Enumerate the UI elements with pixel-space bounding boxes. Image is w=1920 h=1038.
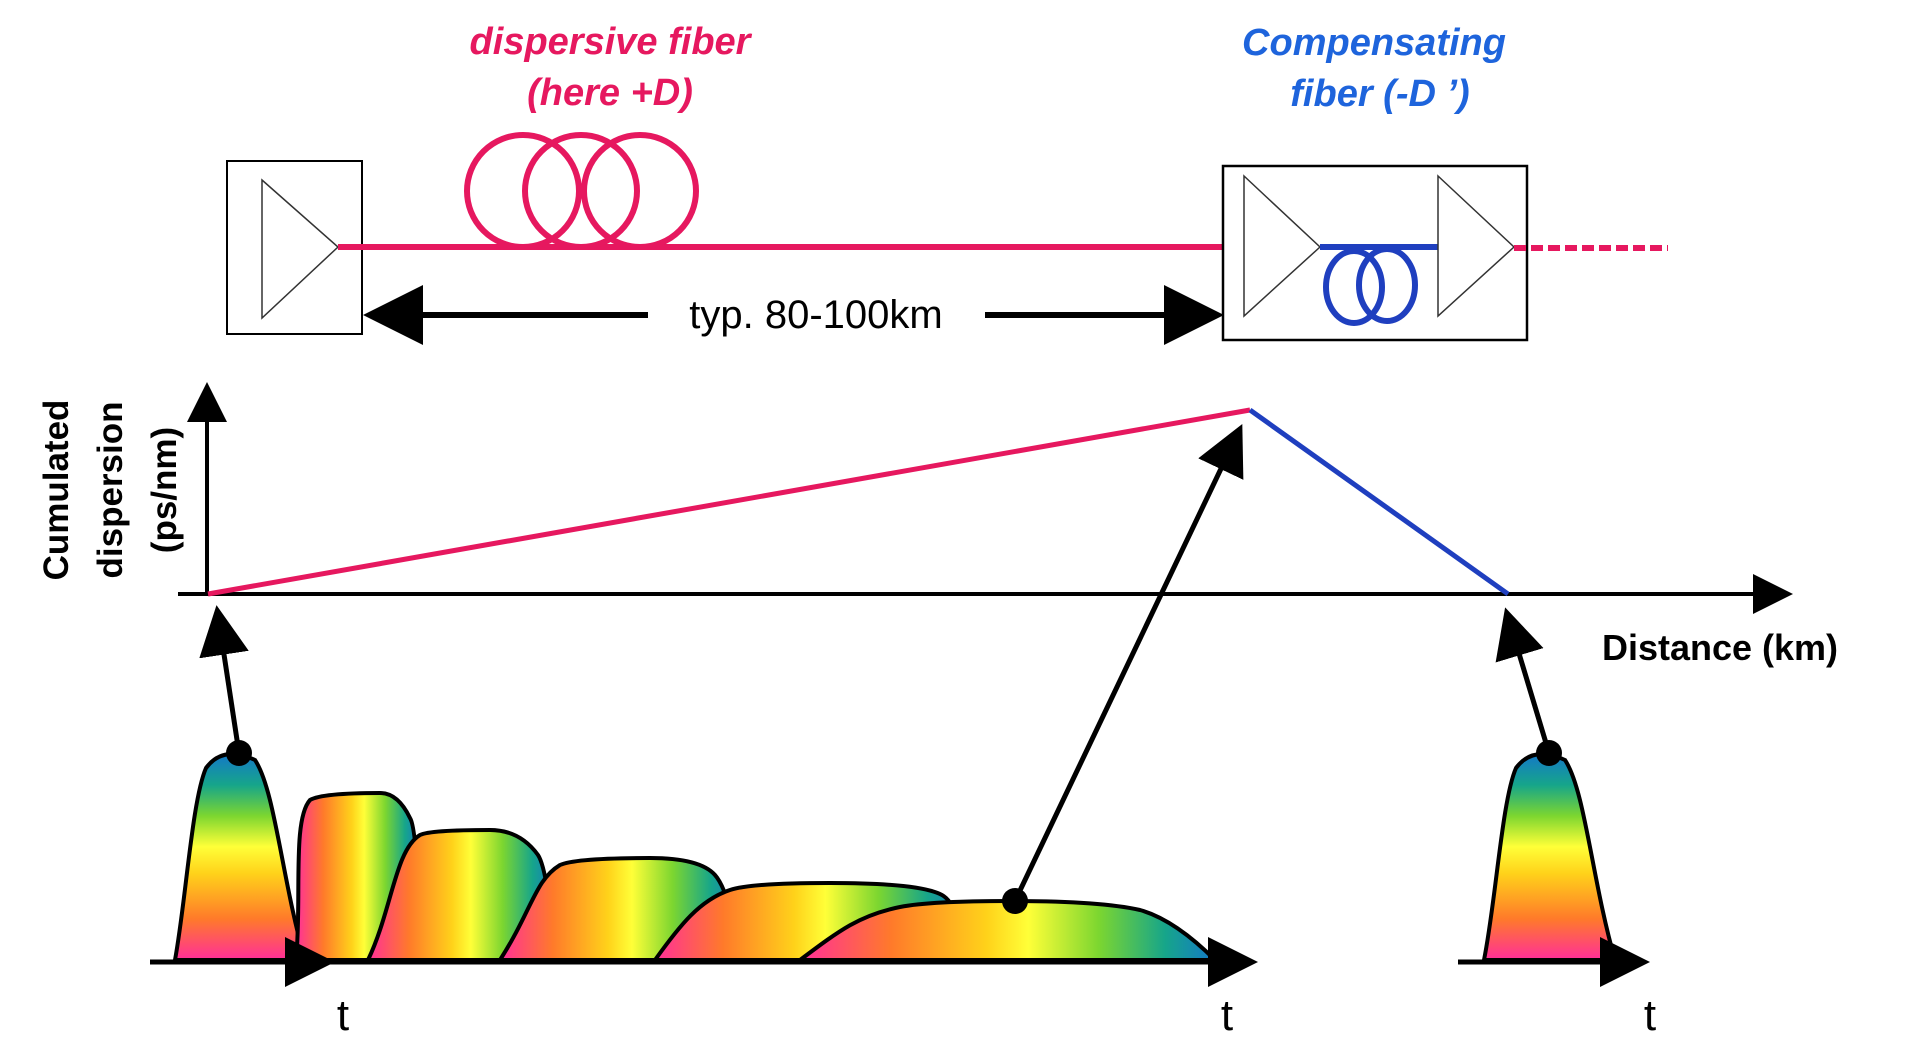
pulse-evolution: t t t	[150, 423, 1656, 1038]
y-axis-label-line3: (ps/nm)	[145, 427, 184, 553]
dispersive-fiber-label-line1: dispersive fiber	[470, 21, 753, 63]
span-length-arrow: typ. 80-100km	[363, 285, 1224, 345]
pointer-arrow-start	[199, 605, 249, 754]
dispersion-map: Cumulated dispersion (ps/nm) Distance (k…	[37, 382, 1838, 668]
pulse-icon	[172, 752, 308, 962]
dispersion-compensation-line	[1248, 407, 1510, 597]
compensating-fiber-label-line2: fiber (-D ’)	[1290, 73, 1469, 115]
time-axis-label-3: t	[1644, 991, 1656, 1038]
y-axis-label-line1: Cumulated	[37, 400, 76, 581]
time-axis-label-2: t	[1221, 991, 1233, 1038]
pointer-arrow-peak	[1012, 423, 1244, 903]
pulse-icon	[1481, 752, 1618, 962]
span-length-label: typ. 80-100km	[689, 293, 942, 337]
amplifier-icon	[1243, 174, 1322, 318]
y-axis-label-line2: dispersion	[91, 402, 130, 579]
x-axis-label: Distance (km)	[1602, 627, 1838, 668]
pointer-arrow-end	[1495, 607, 1552, 754]
amplifier-icon	[1437, 174, 1516, 318]
transmission-schematic: dispersive fiber (here +D) typ. 80-100km	[226, 21, 1668, 345]
time-axis-label-1: t	[337, 991, 349, 1038]
compensating-spool-icon	[1323, 246, 1418, 326]
compensation-module	[1221, 164, 1529, 342]
pointer-arrows	[199, 423, 1562, 914]
dispersion-accumulation-line	[207, 407, 1251, 597]
dispersive-fiber-label-line2: (here +D)	[527, 72, 693, 114]
fiber-spool-icon	[464, 132, 699, 250]
compensating-fiber-label-line1: Compensating	[1242, 22, 1506, 64]
